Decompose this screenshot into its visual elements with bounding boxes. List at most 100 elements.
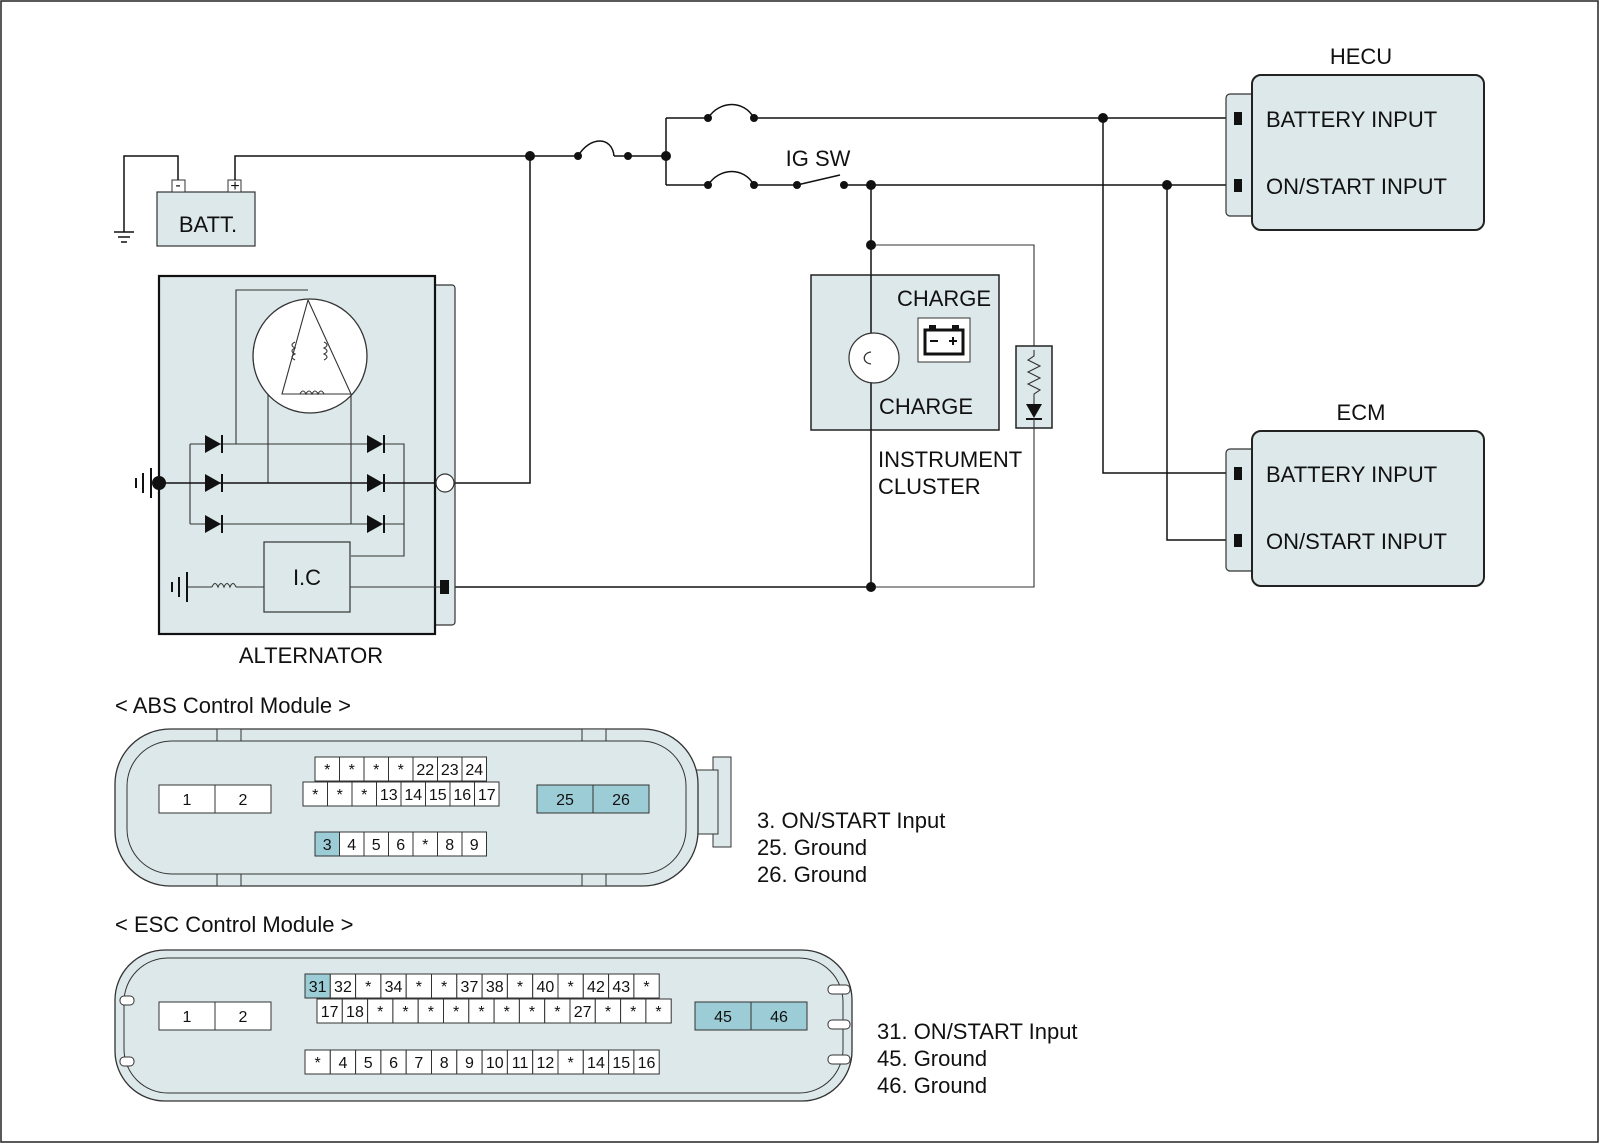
abs-row2-pin-label: 16: [453, 787, 471, 804]
esc-row1-pin: *: [405, 973, 433, 999]
abs-row2-pin-label: 15: [429, 787, 447, 804]
esc-row3-pin-label: *: [568, 1055, 574, 1072]
esc-row2-pin-label: 18: [346, 1004, 364, 1021]
abs-row1-pin-label: 24: [465, 762, 483, 779]
esc-row3-pin-label: 16: [638, 1055, 656, 1072]
esc-row1-pin: 43: [608, 973, 635, 999]
abs-row3-pin-label: 4: [347, 837, 356, 854]
esc-row1-pin: *: [355, 973, 382, 999]
esc-row1-pin: 40: [532, 973, 559, 999]
esc-row1-pin: 31: [304, 973, 331, 999]
abs-row2-pin-label: 13: [380, 787, 398, 804]
esc-left-pin: 1: [158, 1001, 216, 1031]
esc-row2-pin-label: *: [478, 1004, 484, 1021]
abs-row2-pin-label: *: [337, 787, 343, 804]
alternator: I.C ALTERNATOR: [135, 274, 456, 668]
esc-row2-pin-label: *: [605, 1004, 611, 1021]
battery-label: BATT.: [179, 212, 237, 237]
esc-title: < ESC Control Module >: [115, 912, 353, 937]
junction-dots: [525, 113, 1172, 592]
alternator-connector: [432, 284, 456, 626]
abs-left-pin-label: 2: [239, 792, 248, 809]
esc-row2-pin-label: *: [377, 1004, 383, 1021]
esc-left-pin-label: 1: [183, 1009, 192, 1026]
alternator-b-terminal: [435, 473, 455, 493]
esc-row3-pin: 10: [481, 1049, 508, 1075]
esc-row1-pin: *: [431, 973, 458, 999]
ic-regulator: [263, 541, 351, 613]
abs-row2-pin-label: *: [361, 787, 367, 804]
esc-row1-pin-label: *: [441, 979, 447, 996]
esc-row1-pin-label: 38: [486, 979, 504, 996]
esc-row3-pin: *: [304, 1049, 331, 1075]
hecu-body: [1251, 74, 1485, 231]
esc-left-pin: 2: [214, 1001, 272, 1031]
esc-row3-pin-label: 9: [465, 1055, 474, 1072]
esc-row2-pin: *: [620, 998, 647, 1024]
esc-row2-pin-label: *: [504, 1004, 510, 1021]
esc-row2-pin: *: [392, 998, 419, 1024]
abs-row2-pin: 13: [376, 781, 402, 807]
battery-pos-label: +: [230, 178, 239, 195]
abs-row2-pin: 17: [474, 781, 500, 807]
ecm-title: ECM: [1337, 400, 1386, 425]
esc-row1-pin: *: [633, 973, 660, 999]
hecu-on-start-input-label: ON/START INPUT: [1266, 174, 1447, 199]
esc-row2-pin-label: 27: [574, 1004, 592, 1021]
abs-right-pin: 25: [536, 784, 594, 814]
ecm-module: ECM BATTERY INPUT ON/START INPUT: [1225, 400, 1485, 587]
abs-row1-pin-label: 23: [441, 762, 459, 779]
esc-row3-pin: 7: [405, 1049, 433, 1075]
esc-row3-pin: 15: [608, 1049, 635, 1075]
ecm-body: [1251, 430, 1485, 587]
esc-row3-pin-label: 14: [587, 1055, 605, 1072]
abs-row1-pin: *: [388, 756, 414, 782]
abs-row1-pin-label: *: [398, 762, 404, 779]
hecu-battery-input-label: BATTERY INPUT: [1266, 107, 1437, 132]
abs-row2-pin: *: [327, 781, 353, 807]
esc-row2-pin: *: [518, 998, 546, 1024]
abs-left-pin: 2: [214, 784, 272, 814]
abs-row3-pin-label: *: [422, 837, 428, 854]
esc-right-pin-label: 46: [770, 1009, 788, 1026]
instrument-cluster: CHARGE CHARGE INSTRUMENT CLUSTER: [810, 274, 1022, 499]
ecm-on-start-input-label: ON/START INPUT: [1266, 529, 1447, 554]
esc-row1-pin-label: 37: [461, 979, 479, 996]
esc-row3-pin-label: 15: [612, 1055, 630, 1072]
battery-body: [156, 191, 256, 247]
esc-row2-pin: *: [645, 998, 672, 1024]
esc-row2-pin: *: [367, 998, 394, 1024]
esc-row3-pin-label: 11: [512, 1055, 529, 1072]
abs-row3-pin-label: 6: [396, 837, 405, 854]
esc-note-3: 46. Ground: [877, 1073, 987, 1098]
abs-note-2: 25. Ground: [757, 835, 867, 860]
abs-right-pin: 26: [592, 784, 650, 814]
field-coil-icon: [171, 572, 264, 602]
cluster-charge-bottom-label: CHARGE: [879, 394, 973, 419]
esc-row2-pin-label: *: [402, 1004, 408, 1021]
esc-left-pin-label: 2: [239, 1009, 248, 1026]
esc-row3-pin-label: *: [315, 1055, 321, 1072]
hecu-title: HECU: [1330, 44, 1392, 69]
esc-row3-pin: 16: [633, 1049, 660, 1075]
abs-row3-pin: 3: [314, 831, 340, 857]
esc-row1-pin: *: [557, 973, 584, 999]
esc-row3-pin-label: 10: [486, 1055, 504, 1072]
abs-note-3: 26. Ground: [757, 862, 867, 887]
esc-row1-pin-label: *: [568, 979, 574, 996]
esc-row1-pin-label: 34: [385, 979, 403, 996]
esc-right-pin-label: 45: [714, 1009, 732, 1026]
battery: - + BATT.: [156, 177, 256, 247]
abs-row1-pin-label: *: [324, 762, 330, 779]
esc-row2-pin-label: *: [655, 1004, 661, 1021]
esc-row2-pin: 27: [569, 998, 596, 1024]
esc-row1-pin-label: 32: [334, 979, 352, 996]
esc-row3-pin-label: 7: [414, 1055, 423, 1072]
esc-row1-pin-label: 40: [536, 979, 554, 996]
esc-right-pin: 45: [694, 1001, 752, 1031]
alternator-label: ALTERNATOR: [239, 643, 383, 668]
esc-row1-pin: 38: [481, 973, 508, 999]
battery-neg-label: -: [175, 177, 180, 194]
alternator-l-terminal: [440, 580, 449, 594]
